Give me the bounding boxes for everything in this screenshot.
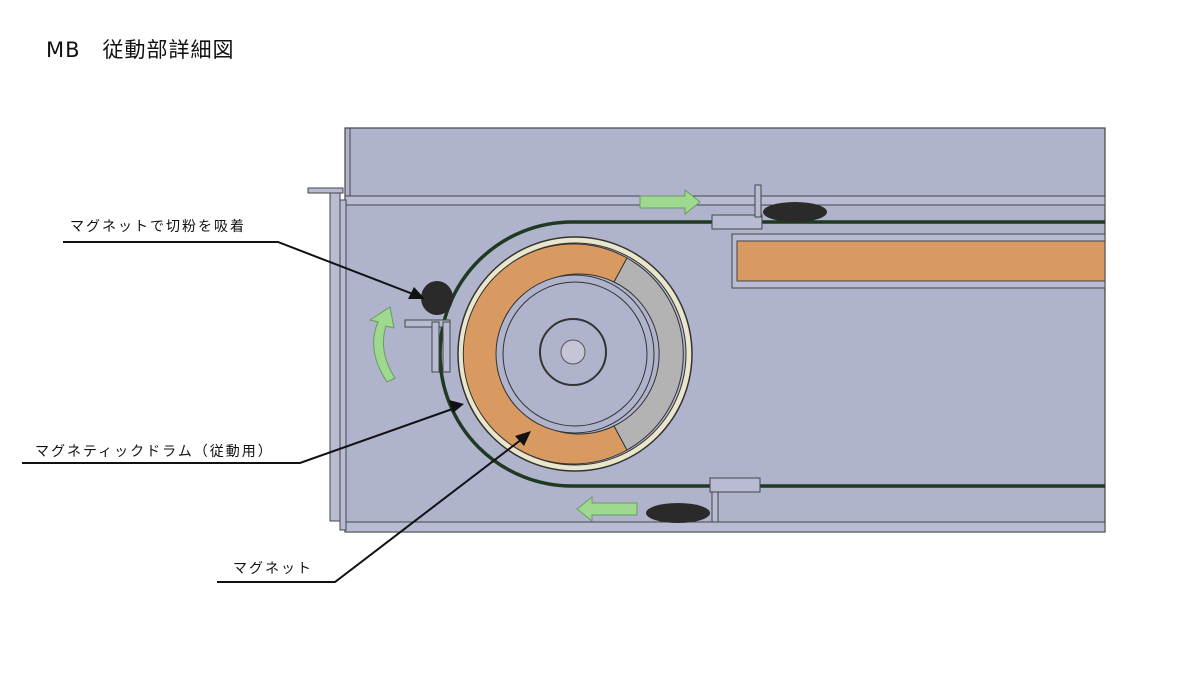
chips-left (421, 281, 453, 315)
leader-chip-adsorption (63, 241, 419, 297)
left-scraper-post (431, 321, 440, 373)
rotation-arrow-icon (368, 306, 396, 383)
guide-magnet (736, 240, 1106, 282)
label-magnetic-drum: マグネティックドラム（従動用） (35, 444, 274, 460)
housing-body (344, 127, 1106, 533)
left-flange (307, 187, 344, 194)
chips-top (763, 202, 827, 222)
top-scraper-post (754, 184, 762, 218)
leader-arrowhead-1 (408, 287, 425, 299)
nonmagnetic-sector (613, 257, 684, 451)
conveyor-belt (438, 220, 1105, 488)
label-magnet: マグネット (233, 561, 313, 577)
chips-bottom (646, 503, 710, 523)
top-scraper (711, 214, 763, 230)
left-plate-inner (339, 199, 347, 531)
left-scraper-post-2 (442, 321, 451, 373)
flow-arrow-left-icon (576, 495, 638, 523)
bottom-scraper (709, 477, 761, 493)
bottom-rail (344, 521, 1106, 533)
flow-arrow-right-icon (639, 188, 701, 216)
drum-axle (560, 339, 586, 365)
leader-arrowhead-3 (515, 431, 531, 446)
left-plate (329, 192, 341, 522)
drum-inner-ring (502, 281, 648, 427)
bottom-scraper-post (711, 491, 719, 523)
leader-magnet (217, 435, 527, 583)
leader-magnetic-drum (22, 406, 459, 464)
leader-arrowhead-2 (449, 400, 464, 413)
page-title: MB 従動部詳細図 (46, 38, 235, 62)
top-rail (344, 195, 1106, 206)
label-chip-adsorption: マグネットで切粉を吸着 (70, 219, 246, 235)
